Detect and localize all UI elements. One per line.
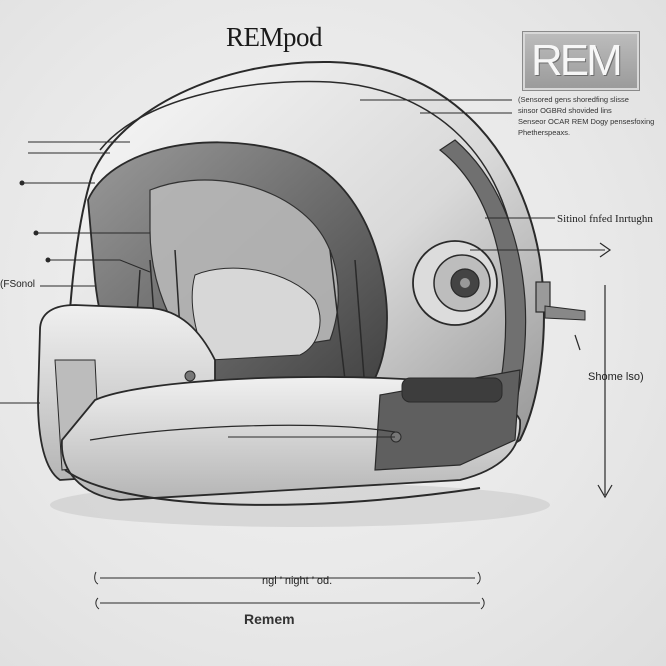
base-bolt (184, 370, 196, 382)
leader-dots (19, 180, 51, 263)
interior-cushion (191, 267, 321, 361)
callout-label-shell: Shome lso) (588, 371, 644, 383)
bottom-caption: Remem (244, 611, 295, 627)
spec-note-line: sinsor OGBRd shovided lins (518, 106, 612, 115)
diagram-title: REMpod (226, 22, 323, 52)
frame-strut-right (329, 249, 366, 391)
spec-note-line: Phetherspeaxs. (518, 128, 571, 137)
base-sole (64, 469, 481, 506)
leader-lines (0, 99, 605, 438)
spec-note-line: Senseor OCAR REM Dogy pensesfoxing (518, 117, 655, 126)
base-slot (401, 377, 503, 403)
dimension-label: ngl ’ night ’ od. (262, 575, 333, 587)
dimension-line-top (94, 571, 481, 585)
spec-notes: (Sensored gens shoredfing slisse sinsor … (518, 94, 658, 138)
arrow-down-right (574, 242, 613, 499)
side-connector (535, 281, 551, 313)
callout-label-left: (FSonol (0, 279, 36, 290)
dimension-line-bottom (95, 597, 485, 610)
brand-logo: REM (522, 31, 640, 91)
logo-wordmark: REM (531, 36, 623, 85)
callout-label-sensor: Sitinol fnfed Inrtughn (557, 213, 653, 225)
spec-note-line: (Sensored gens shoredfing slisse (518, 95, 629, 104)
ear-speaker-dot (460, 278, 470, 288)
base-seam (89, 424, 396, 441)
connector-pin (544, 305, 586, 321)
